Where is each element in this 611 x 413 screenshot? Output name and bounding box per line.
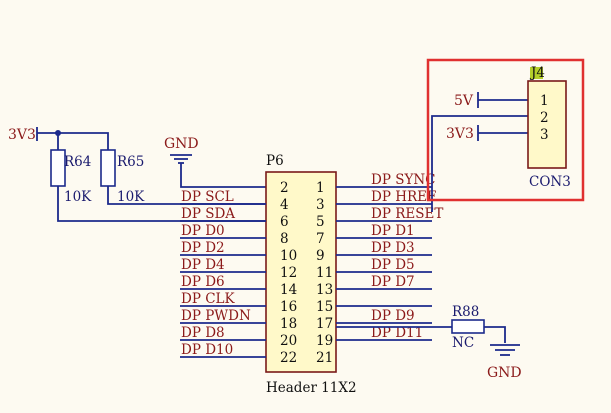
resistor-r88: R88 NC [451, 304, 485, 351]
left-net-label: DP D0 [181, 223, 225, 239]
right-net-label: DP D5 [371, 257, 415, 273]
j4-body [527, 80, 567, 169]
left-net-label: DP D4 [181, 257, 225, 273]
v33-power-port: 3V3 [8, 127, 38, 143]
p6-left-pin-number: 8 [280, 231, 289, 247]
left-net-label: DP SDA [181, 206, 235, 222]
resistor-r64: R64 10K [50, 149, 92, 205]
r65-value: 10K [117, 189, 145, 205]
highlight-box [426, 58, 585, 202]
j4-pin-2: 2 [540, 110, 549, 126]
j4-ref-highlight [530, 67, 543, 79]
j4-pin2-wire [431, 115, 528, 212]
p6-right-pin-number: 21 [316, 350, 333, 366]
p6-left-pin-number: 10 [280, 248, 297, 264]
p6-right-pin-number: 19 [316, 333, 333, 349]
v33-label: 3V3 [8, 127, 36, 143]
p6-right-pin-number: 11 [316, 265, 333, 281]
gnd-symbol-top: GND [164, 136, 266, 188]
p6-left-pin-number: 14 [280, 282, 297, 298]
p6-ref: P6 [266, 153, 284, 169]
right-net-label: DP D3 [371, 240, 415, 256]
r88-gnd-wire [484, 326, 506, 343]
p6-part-name: Header 11X2 [266, 380, 357, 396]
p6-left-pin-number: 20 [280, 333, 297, 349]
right-net-label: DP D1 [371, 223, 415, 239]
r64-value: 10K [64, 189, 92, 205]
r65-body [100, 149, 116, 187]
left-net-label: DP D6 [181, 274, 225, 290]
r64-ref: R64 [64, 154, 91, 170]
v5-label: 5V [454, 93, 474, 109]
p6-left-pin-number: 12 [280, 265, 297, 281]
gnd-label-bottom: GND [487, 365, 522, 381]
gnd-symbol-bottom: GND [487, 344, 522, 381]
v33-net-wire [37, 132, 109, 150]
left-net-label: DP D10 [181, 342, 233, 358]
right-net-label: DP D7 [371, 274, 415, 290]
j4-ref: J4 [529, 65, 545, 81]
r65-ref: R65 [117, 154, 144, 170]
r64-body [50, 149, 66, 187]
right-net-label: DP D11 [371, 325, 423, 341]
right-net-label: DP D9 [371, 308, 415, 324]
j4-pin-1: 1 [540, 93, 549, 109]
left-net-label: DP PWDN [181, 308, 251, 324]
p6-right-pin-number: 5 [316, 214, 325, 230]
right-net-label: DP HREF [371, 189, 436, 205]
r88-value: NC [452, 335, 474, 351]
p6-right-pin-number: 3 [316, 197, 325, 213]
j4-v33-label: 3V3 [446, 126, 474, 142]
p6-body [265, 171, 337, 373]
j4-part-name: CON3 [529, 174, 571, 190]
p6-left-pin-number: 2 [280, 180, 289, 196]
p6-left-pin-number: 6 [280, 214, 289, 230]
gnd-label-top: GND [164, 136, 199, 152]
p6-right-pin-number: 13 [316, 282, 333, 298]
j4-v33-power-port: 3V3 [446, 125, 479, 142]
j4-pin-3: 3 [540, 127, 549, 143]
junction-dot [55, 130, 61, 136]
v5-power-port: 5V [454, 92, 479, 109]
p6-left-pin-number: 4 [280, 197, 289, 213]
p6-right-pin-number: 17 [316, 316, 333, 332]
r88-body [451, 319, 485, 334]
r88-ref: R88 [452, 304, 479, 320]
p6-right-pin-number: 1 [316, 180, 325, 196]
right-net-label: DP RESET [371, 206, 443, 222]
gnd-wire-top [180, 172, 266, 188]
left-net-label: DP SCL [181, 189, 234, 205]
p6-left-pin-number: 22 [280, 350, 297, 366]
left-net-label: DP D2 [181, 240, 225, 256]
left-net-label: DP CLK [181, 291, 235, 307]
p6-right-pin-number: 9 [316, 248, 325, 264]
p6-right-pin-number: 7 [316, 231, 325, 247]
left-net-label: DP D8 [181, 325, 225, 341]
p6-left-pin-number: 18 [280, 316, 297, 332]
right-net-label: DP SYNC [371, 172, 436, 188]
p6-left-pin-number: 16 [280, 299, 297, 315]
p6-right-pin-number: 15 [316, 299, 333, 315]
